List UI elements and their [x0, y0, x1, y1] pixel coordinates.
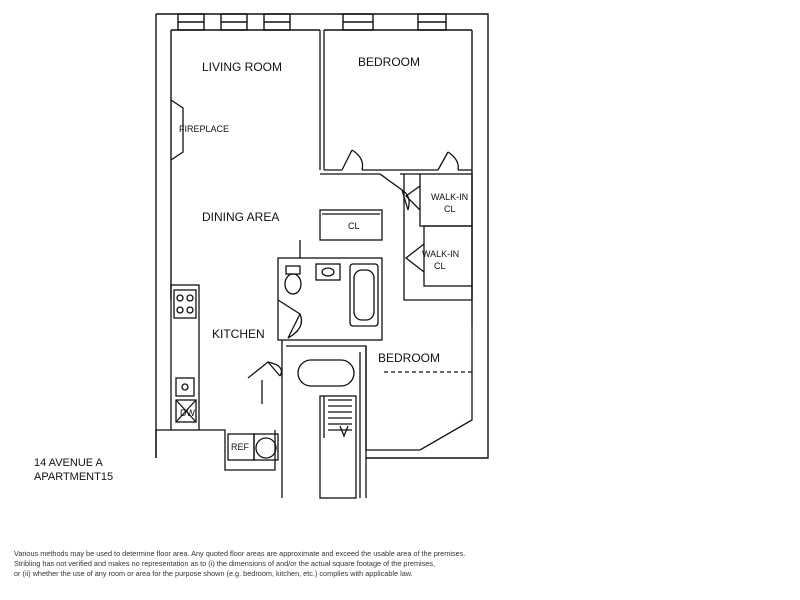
bedroom-2-walls [365, 325, 473, 451]
bathroom [277, 240, 383, 341]
walk-in-closet-1-label-line2: CL [444, 204, 456, 214]
disclaimer-line3: or (ii) whether the use of any room or a… [14, 569, 413, 578]
closets [319, 173, 473, 301]
kitchen [155, 284, 283, 471]
fireplace-outline [170, 99, 184, 161]
walk-in-closet-2-label-line2: CL [434, 261, 446, 271]
address-line1: 14 AVENUE A [34, 457, 103, 469]
address-line2: APARTMENT15 [34, 471, 114, 483]
disclaimer-line2: Stribling has not verified and makes no … [14, 559, 436, 568]
walk-in-closet-1-label-line1: WALK-IN [431, 192, 468, 202]
living-room-label: LIVING ROOM [202, 60, 282, 74]
fireplace-label: FIREPLACE [179, 124, 229, 134]
address-block: 14 AVENUE A APARTMENT15 [34, 456, 113, 484]
bedroom-walls [319, 30, 472, 211]
stair-and-hall [281, 340, 367, 499]
bedroom-2-label: BEDROOM [378, 351, 440, 365]
closet-label: CL [348, 221, 360, 231]
exterior-walls [155, 13, 489, 459]
disclaimer-line1: Various methods may be used to determine… [14, 549, 466, 558]
walk-in-closet-2-label-line1: WALK-IN [422, 249, 459, 259]
dining-area-label: DINING AREA [202, 210, 279, 224]
kitchen-label: KITCHEN [212, 327, 265, 341]
refrigerator-label: REF [231, 442, 250, 452]
dishwasher-label: DW [180, 408, 195, 418]
disclaimer: Various methods may be used to determine… [14, 549, 784, 579]
bedroom-label: BEDROOM [358, 55, 420, 69]
